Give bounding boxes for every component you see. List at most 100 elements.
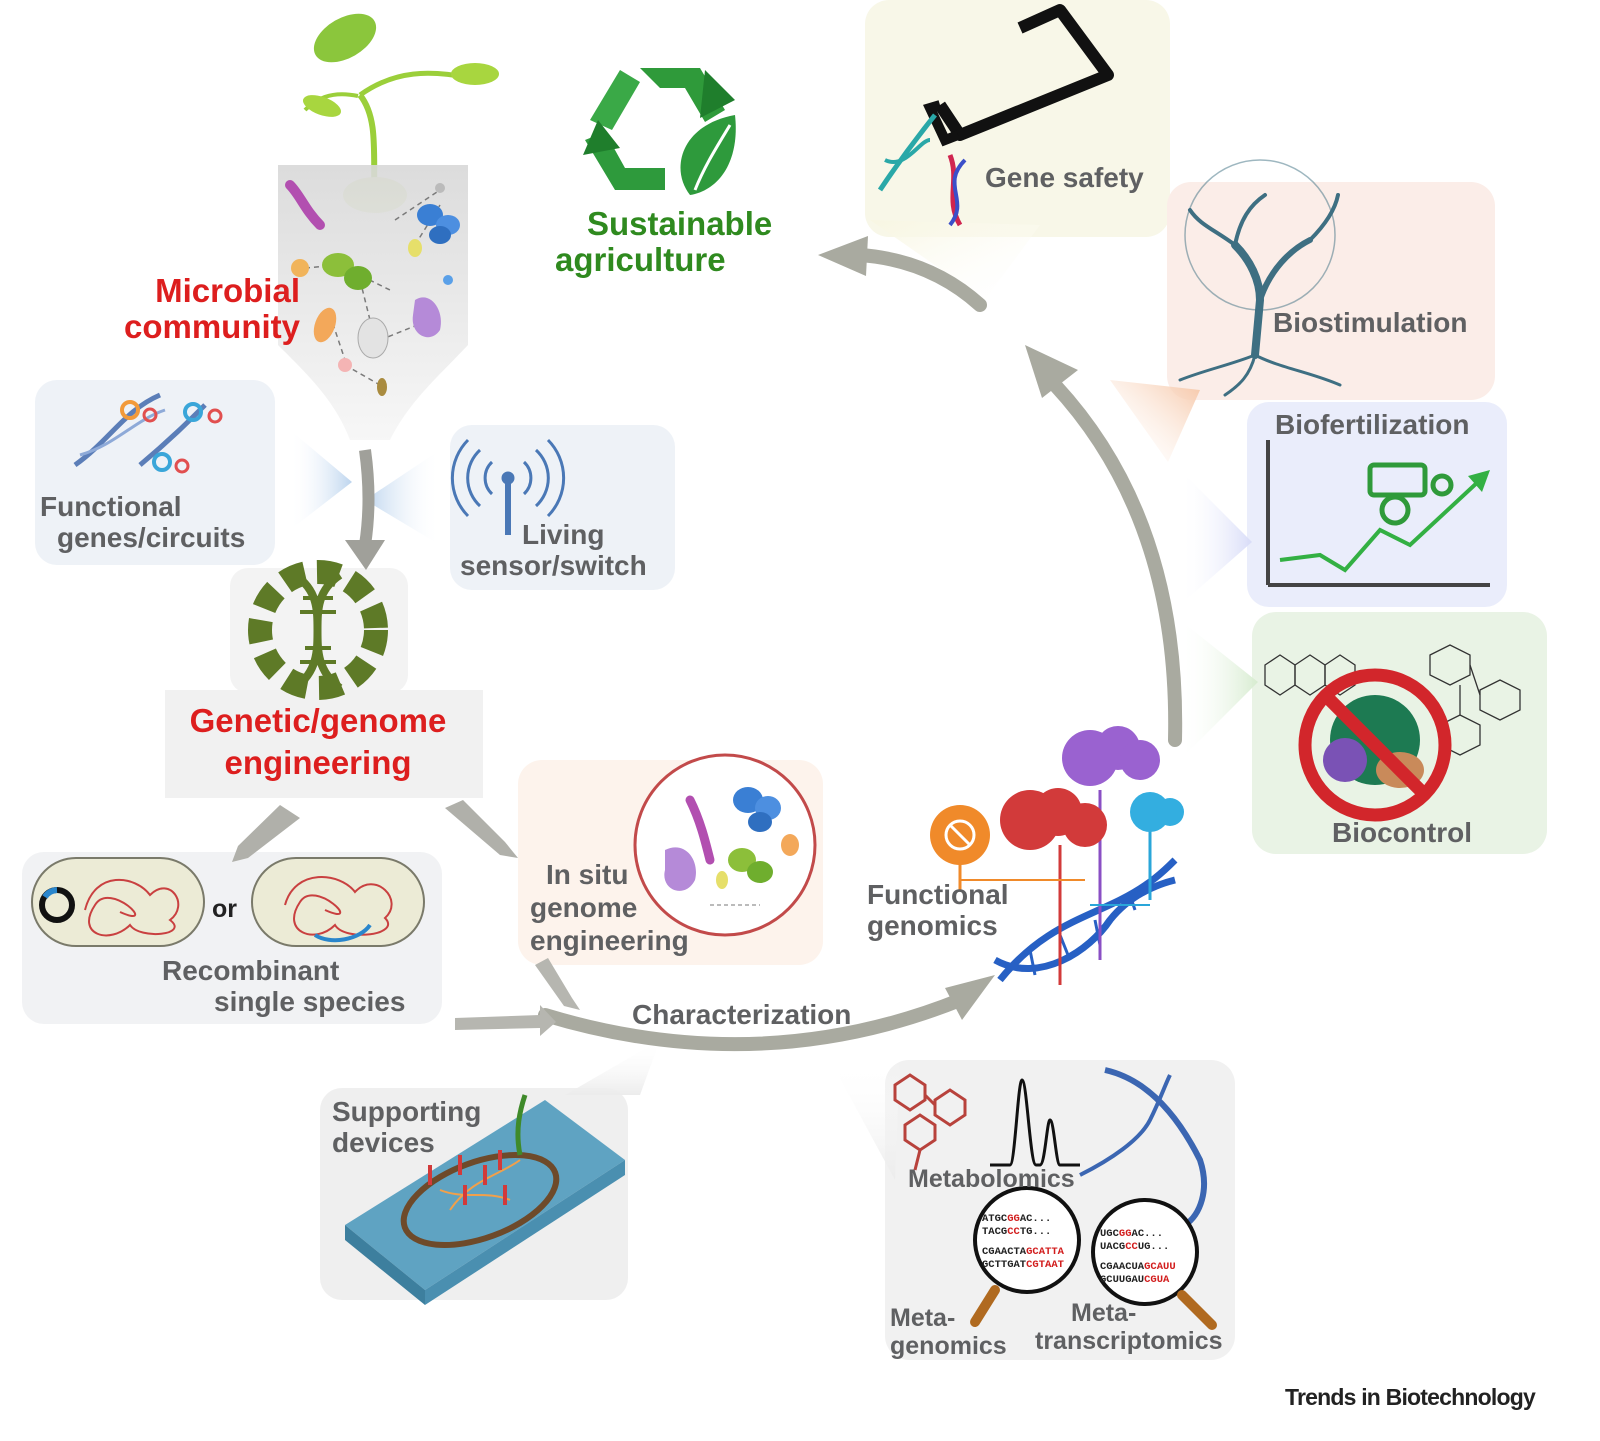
metabolomics-label: Metabolomics [908,1165,1075,1193]
sustainable-line-2: agriculture [555,241,726,279]
living-sensor-label: Living sensor/switch [460,519,647,582]
highlighted-bases: GCAUU [1144,1261,1176,1274]
metagenomics-label: Meta- genomics [890,1304,1007,1360]
right-cycle-arrow [1048,378,1183,747]
gene-safety-label: Gene safety [985,162,1144,193]
bases: UACG [1100,1240,1126,1253]
arrow-recombinant-to-char [455,1005,556,1036]
functional-genomics-line-2: genomics [867,909,998,941]
sustainable-agriculture-label: Sustainable agriculture [555,205,773,279]
funnel-arrow [359,449,375,546]
characterization-label: Characterization [632,999,852,1030]
dna-seq-line: TACGCCTG... [982,1226,1064,1239]
top-cycle-arrow [853,248,987,312]
functional-genes-panel [35,380,275,565]
journal-credit: Trends in Biotechnology [1285,1384,1536,1410]
dna-seq-line: CGAACTAGCATTA [982,1246,1064,1259]
wedge-biofertilization [1180,470,1252,605]
gene-safety-panel [865,0,1170,237]
dna-seq-line: ATGCGGAC... [982,1213,1064,1226]
highlighted-bases: GG [1007,1213,1020,1225]
rna-seq-line: UGCGGAC... [1100,1228,1176,1241]
molecule-icon [893,1073,967,1171]
biocontrol-label: Biocontrol [1332,817,1472,848]
biostimulation-panel [1167,182,1495,400]
gear-dna-icon [248,560,388,700]
living-sensor-line-1: Living [522,519,605,550]
highlighted-bases: GCATTA [1026,1246,1064,1259]
rna-seq-line: CGAACUAGCAUU [1100,1261,1176,1274]
funnel-shape [278,165,468,440]
recombinant-line-1: Recombinant [162,955,340,986]
highlighted-bases: GG [1118,1228,1132,1240]
rna-seq-line: GCUUGAUCGUA [1100,1274,1176,1287]
magnifier-rna-icon [1091,1198,1217,1330]
bases: ATGC [982,1213,1008,1225]
microfluidic-device-icon [345,1094,625,1305]
genetic-engineering-panel [165,690,483,798]
biostimulation-label: Biostimulation [1273,307,1468,338]
microbe-network-icon [285,180,460,396]
recombinant-label: Recombinant single species [162,955,406,1018]
arrow-to-recombinant [232,805,300,862]
genetic-line-1: Genetic/genome [189,702,447,739]
supporting-devices-label: Supporting devices [332,1096,482,1159]
bases: TACG [982,1225,1008,1238]
growth-chart-icon [1266,440,1490,587]
supporting-line-1: Supporting [332,1096,482,1127]
living-sensor-panel [450,425,675,590]
functional-genes-line-2: genes/circuits [57,521,246,553]
highlighted-bases: CGTAAT [1026,1258,1064,1271]
magnifier-dna-icon [970,1186,1081,1327]
wedge-functional-genes [290,430,352,530]
wedge-biostimulation [1110,380,1200,462]
biofertilization-label: Biofertilization [1275,409,1470,440]
antenna-icon [450,438,566,535]
arrow-in-situ-to-char [535,958,580,1010]
tree-icon [1178,159,1342,397]
tractor-icon [1367,462,1454,526]
dna-seq-line: GCTTGATCGTAAT [982,1259,1064,1272]
chromatogram-icon [990,1078,1080,1167]
wedge-biocontrol [1180,620,1258,760]
characterization-arrowhead [945,975,995,1020]
bases: AC... [1019,1213,1052,1225]
rna-sequence-block: UGCGGAC... UACGCCUG... CGAACUAGCAUU GCUU… [1100,1228,1176,1286]
living-sensor-line-2: sensor/switch [460,549,647,581]
or-label: or [212,895,237,923]
supporting-line-2: devices [332,1126,435,1158]
in-situ-line-3: engineering [530,924,689,956]
sustainable-line-1: Sustainable [587,205,773,242]
dna-icon [877,113,967,227]
genetic-line-2: engineering [224,744,412,782]
metatranscriptomics-line-1: Meta- [1071,1299,1137,1327]
metagenomics-line-2: genomics [890,1331,1007,1360]
recombinant-cells-icon [31,857,425,947]
in-situ-line-2: genome [530,891,638,923]
wedge-omics [830,1060,900,1180]
bases: CGAACUA [1100,1261,1145,1274]
bases: GCTTGAT [982,1258,1027,1271]
recombinant-line-2: single species [214,985,406,1017]
biocontrol-icon [1264,644,1521,822]
petri-dish-icon [633,753,817,937]
functional-genomics-label: Functional genomics [867,879,1009,942]
functional-genomics-line-1: Functional [867,879,1009,910]
characterization-arrow [538,993,967,1052]
metagenomics-line-1: Meta- [890,1304,956,1332]
metatranscriptomics-line-2: transcriptomics [1035,1326,1223,1355]
dna-helix-icon [1079,1067,1207,1228]
recycle-icon [583,68,736,195]
wedge-gene-safety [870,220,1040,300]
genomics-icon [930,726,1184,985]
bases: CGAACTA [982,1246,1027,1259]
bases: UG... [1137,1240,1170,1253]
bases: GCUUGAU [1100,1273,1145,1286]
top-cycle-arrowhead [818,236,868,276]
dna-gears-icon [73,392,223,474]
microbial-community-label: Microbial community [110,272,300,346]
rna-seq-line: UACGCCUG... [1100,1241,1176,1254]
bases: AC... [1131,1228,1164,1240]
